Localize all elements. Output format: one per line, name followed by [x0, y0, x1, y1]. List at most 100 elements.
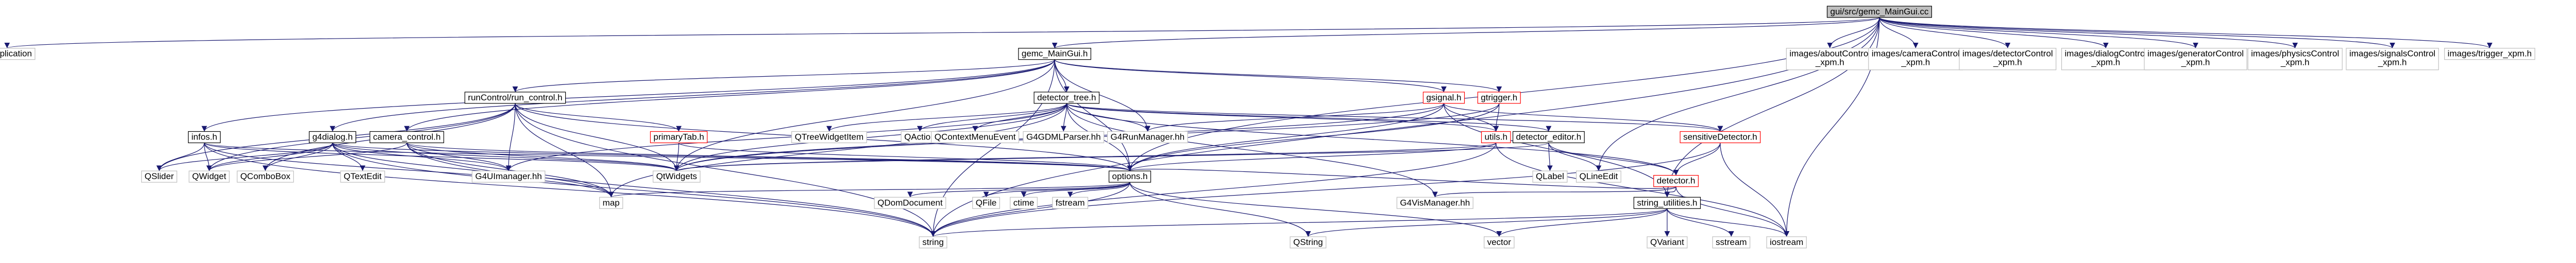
- node-box-string-utilities-h: [1633, 197, 1701, 209]
- node-box-qdomdocument: [874, 197, 946, 209]
- edge-detector-editor-h-to-qlabel: [1547, 143, 1553, 171]
- node-qlineedit: QLineEdit: [1575, 170, 1621, 183]
- node-qlabel: QLabel: [1532, 170, 1568, 183]
- node-box-gsignal-h: [1422, 92, 1465, 104]
- node-box-primarytab-h: [650, 131, 708, 144]
- edge-gemc-maingui-h-to-runcontrol-h: [512, 59, 1055, 93]
- node-detector-editor-h[interactable]: detector_editor.h: [1512, 131, 1585, 144]
- node-box-fstream: [1052, 197, 1089, 209]
- edge-detector-h-to-string-utilities-h: [1664, 186, 1676, 198]
- edge-detector-editor-h-to-detector-h: [1548, 143, 1679, 176]
- edge-runcontrol-h-to-primarytab-h: [515, 103, 682, 132]
- node-detector-tree-h[interactable]: detector_tree.h: [1033, 92, 1100, 104]
- edge-gtrigger-h-to-utils-h: [1493, 103, 1500, 132]
- node-utils-h[interactable]: utils.h: [1481, 131, 1511, 144]
- edge-g4dialog-h-to-g4uimanager: [332, 143, 512, 171]
- node-options-h[interactable]: options.h: [1108, 170, 1151, 183]
- node-qslider: QSlider: [141, 170, 177, 183]
- node-infos-h[interactable]: infos.h: [188, 131, 221, 144]
- node-label-iostream: iostream: [1770, 237, 1803, 247]
- edge-string-utilities-h-to-sstream: [1667, 208, 1734, 237]
- edge-runcontrol-h-to-map: [515, 103, 614, 198]
- edge-root-to-dialog-xpm: [1879, 17, 2109, 48]
- edge-sensitivedetector-h-to-detector-h: [1673, 143, 1721, 176]
- node-label-detector-h: detector.h: [1657, 176, 1696, 186]
- node-string-utilities-h[interactable]: string_utilities.h: [1633, 197, 1701, 209]
- node-box-string: [919, 236, 947, 249]
- node-box-qvariant: [1647, 236, 1688, 249]
- edge-g4dialog-h-to-qcombobox: [262, 143, 333, 171]
- node-box-trigger-xpm: [2444, 48, 2535, 60]
- node-label-root: gui/src/gemc_MainGui.cc: [1830, 7, 1928, 16]
- node-box-camera-control-h: [369, 131, 444, 144]
- node-label-qlabel: QLabel: [1536, 171, 1564, 181]
- node-runcontrol-h[interactable]: runControl/run_control.h: [464, 92, 566, 104]
- node-box-g4uimanager: [471, 170, 546, 183]
- node-label-signals-xpm-1: _xpm.h: [2378, 58, 2407, 67]
- node-box-infos-h: [188, 131, 221, 144]
- node-label-qaction: QAction: [904, 132, 935, 142]
- node-label-generator-xpm-0: images/generatorControl: [2147, 49, 2244, 59]
- edge-camera-control-h-to-map: [406, 143, 614, 198]
- edge-root-to-string-utilities-h: [1664, 17, 1880, 198]
- node-box-physics-xpm: [2247, 48, 2343, 71]
- node-box-qslider: [141, 170, 177, 183]
- node-box-g4runmanager: [1107, 131, 1188, 144]
- node-detector-h[interactable]: detector.h: [1653, 175, 1699, 187]
- node-g4dialog-h[interactable]: g4dialog.h: [309, 131, 357, 144]
- node-label-g4runmanager: G4RunManager.hh: [1111, 132, 1185, 142]
- nodes-layer: gui/src/gemc_MainGui.ccQApplicationgemc_…: [0, 6, 2535, 249]
- node-label-about-xpm-1: _xpm.h: [1815, 58, 1844, 67]
- node-g4runmanager: G4RunManager.hh: [1107, 131, 1188, 144]
- edge-camera-control-h-to-options-h: [406, 142, 1132, 171]
- edge-string-utilities-h-to-qstring: [1305, 208, 1668, 237]
- node-label-physics-xpm-0: images/physicsControl: [2251, 49, 2339, 59]
- edge-gemc-maingui-h-to-g4runmanager: [1054, 59, 1150, 132]
- node-label-camera-xpm-1: _xpm.h: [1901, 58, 1930, 67]
- edge-infos-h-to-qtwidgets: [204, 142, 680, 171]
- node-label-primarytab-h: primaryTab.h: [653, 132, 704, 142]
- node-label-detector-xpm-0: images/detectorControl: [1962, 49, 2053, 59]
- edge-root-to-camera-xpm: [1879, 17, 1919, 48]
- edge-string-utilities-h-to-string: [930, 208, 1668, 237]
- node-box-vector: [1484, 236, 1515, 249]
- node-sensitivedetector-h[interactable]: sensitiveDetector.h: [1680, 131, 1761, 144]
- edge-root-to-trigger-xpm: [1879, 17, 2493, 49]
- edge-primarytab-h-to-options-h: [678, 142, 1133, 171]
- edge-detector-h-to-g4vismanager: [1432, 186, 1676, 198]
- node-label-camera-control-h: camera_control.h: [373, 132, 440, 142]
- node-label-string-utilities-h: string_utilities.h: [1637, 198, 1697, 207]
- node-label-dialog-xpm-1: _xpm.h: [2091, 58, 2121, 67]
- node-box-qfile: [972, 197, 1000, 209]
- node-label-infos-h: infos.h: [192, 132, 217, 142]
- node-box-qstring: [1290, 236, 1327, 249]
- node-label-qfile: QFile: [976, 198, 997, 207]
- node-camera-control-h[interactable]: camera_control.h: [369, 131, 444, 144]
- node-detector-xpm: images/detectorControl_xpm.h: [1959, 48, 2057, 71]
- node-g4uimanager: G4UImanager.hh: [471, 170, 546, 183]
- edge-runcontrol-h-to-qtwidgets: [515, 103, 680, 171]
- edge-detector-tree-h-to-detector-editor-h: [1066, 103, 1551, 132]
- node-primarytab-h[interactable]: primaryTab.h: [650, 131, 708, 144]
- node-root[interactable]: gui/src/gemc_MainGui.cc: [1826, 6, 1932, 18]
- node-box-signals-xpm: [2346, 48, 2439, 71]
- node-qtextedit: QTextEdit: [340, 170, 385, 183]
- node-label-about-xpm-0: images/aboutControl: [1789, 49, 1870, 59]
- node-gsignal-h[interactable]: gsignal.h: [1422, 92, 1465, 104]
- node-label-qtreewidgetitem: QTreeWidgetItem: [795, 132, 864, 142]
- node-box-qapplication: [0, 48, 36, 60]
- node-label-qcontextmenuevent: QContextMenuEvent: [935, 132, 1016, 142]
- edge-root-to-physics-xpm: [1879, 17, 2298, 49]
- node-gemc-maingui-h[interactable]: gemc_MainGui.h: [1018, 48, 1091, 60]
- edge-gemc-maingui-h-to-camera-control-h: [404, 59, 1055, 132]
- node-vector: vector: [1484, 236, 1515, 249]
- edge-camera-control-h-to-qwidget: [206, 143, 408, 171]
- edge-runcontrol-h-to-g4uimanager: [505, 103, 516, 171]
- edge-gtrigger-h-to-options-h: [1127, 103, 1500, 171]
- node-signals-xpm: images/signalsControl_xpm.h: [2346, 48, 2439, 71]
- node-qdomdocument: QDomDocument: [874, 197, 946, 209]
- edge-string-utilities-h-to-iostream: [1667, 208, 1789, 237]
- node-sstream: sstream: [1712, 236, 1751, 249]
- node-gtrigger-h[interactable]: gtrigger.h: [1477, 92, 1521, 104]
